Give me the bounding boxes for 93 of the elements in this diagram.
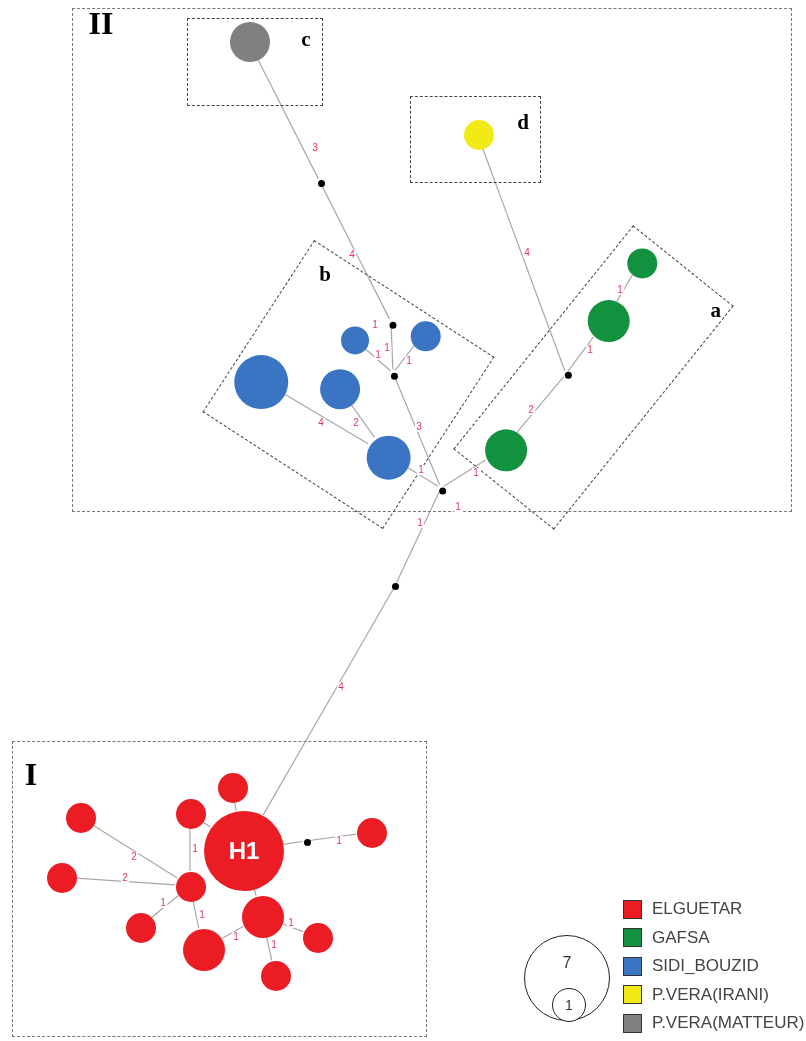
edge-label: 1: [232, 932, 240, 942]
edge-label: 1: [586, 345, 594, 355]
edge-label: 4: [523, 248, 531, 258]
connector-line: [265, 935, 273, 961]
edge-label: 2: [121, 873, 129, 883]
median-vector-dot: [388, 320, 396, 328]
edge-label: 2: [527, 405, 535, 415]
haplotype-circle: [126, 913, 156, 943]
median-vector-dot: [390, 371, 398, 379]
edge-label: 3: [415, 422, 423, 432]
edge-label: 4: [337, 682, 345, 692]
edge-label: 2: [130, 852, 138, 862]
haplotype-circle: [233, 354, 288, 409]
haplotype-circle: [303, 923, 333, 953]
haplotype-circle: [230, 22, 270, 62]
group-label: c: [301, 28, 311, 50]
connector-line: [394, 344, 416, 371]
edge-label: 2: [352, 418, 360, 428]
connector-line: [567, 336, 595, 372]
connector-line: [192, 900, 200, 930]
haplotype-circle: [464, 120, 494, 150]
connector-line: [75, 877, 176, 886]
haplotype-circle: [183, 929, 225, 971]
legend-label: SIDI_BOUZID: [652, 956, 759, 976]
group-box: [72, 8, 792, 512]
group-label: I: [24, 758, 38, 790]
haplotype-circle: [627, 247, 658, 278]
circle-label: 1: [565, 998, 573, 1012]
connector-line: [189, 827, 191, 872]
median-vector-dot: [438, 486, 446, 494]
group-label: II: [88, 7, 114, 39]
legend-label: ELGUETAR: [652, 899, 743, 919]
connector-line: [262, 588, 394, 816]
haplotype-circle: [176, 799, 206, 829]
group-box: [12, 741, 427, 1037]
haplotype-circle: [176, 872, 206, 902]
edge-label: 1: [405, 356, 413, 366]
group-label: a: [710, 300, 721, 322]
cluster-box: [187, 18, 323, 106]
haplotype-circle: [218, 773, 248, 803]
edge-label: 1: [383, 343, 391, 353]
edge-label: 1: [417, 465, 425, 475]
connector-line: [320, 184, 391, 320]
haplotype-circle: [261, 961, 291, 991]
edge-label: 1: [287, 918, 295, 928]
size-scale-circle: [552, 988, 586, 1022]
edge-label: 1: [270, 940, 278, 950]
circle-label: 7: [562, 955, 572, 971]
median-vector-dot: [303, 838, 311, 846]
edge-label: 1: [416, 518, 424, 528]
connector-line: [92, 824, 178, 879]
connector-line: [443, 459, 486, 487]
edge-label: 1: [159, 898, 167, 908]
mutation-count: 1: [454, 502, 462, 512]
legend-label: P.VERA(IRANI): [652, 984, 769, 1005]
mutation-count: 1: [371, 320, 379, 330]
haplotype-circle: [410, 320, 441, 351]
haplotype-circle: [587, 299, 630, 342]
haplotype-circle: [47, 863, 77, 893]
edge-label: 1: [374, 350, 382, 360]
connector-line: [515, 376, 565, 434]
connector-line: [395, 490, 441, 584]
edge-label: 1: [472, 468, 480, 478]
connector-line: [220, 925, 245, 940]
connector-line: [282, 840, 304, 845]
haplotype-circle: [484, 428, 527, 471]
haplotype-circle: [66, 803, 96, 833]
connector-line: [308, 833, 357, 842]
cluster-box: [410, 96, 541, 183]
edge-label: 1: [335, 836, 343, 846]
haplotype-circle: [319, 368, 360, 409]
legend-label: GAFSA: [652, 927, 710, 948]
legend-label: P.VERA(MATTEUR): [652, 1013, 805, 1033]
haplotype-circle: [242, 896, 284, 938]
group-label: b: [318, 263, 331, 285]
haplotype-circle: [340, 326, 369, 355]
edge-label: 1: [191, 844, 199, 854]
connector-line: [281, 922, 304, 933]
edge-label: 4: [348, 250, 356, 260]
median-vector-dot: [564, 371, 572, 379]
median-vector-dot: [391, 582, 399, 590]
edge-label: 1: [198, 910, 206, 920]
connector-line: [616, 274, 633, 303]
haplotype-circle: [357, 818, 387, 848]
edge-label: 4: [317, 418, 325, 428]
circle-label: H1: [228, 839, 260, 863]
connector-line: [234, 801, 237, 812]
edge-label: 3: [311, 143, 319, 153]
median-vector-dot: [317, 179, 325, 187]
edge-label: 1: [616, 285, 624, 295]
group-label: d: [517, 111, 529, 133]
haplotype-circle: [366, 435, 411, 480]
connector-line: [151, 894, 179, 919]
